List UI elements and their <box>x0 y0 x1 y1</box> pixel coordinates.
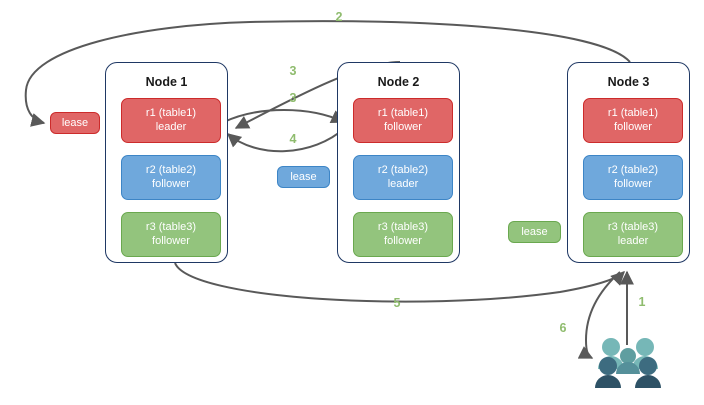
replica-name: r1 (table1) <box>377 107 429 119</box>
replica-role: leader <box>387 177 419 190</box>
step-label-3-upper: 3 <box>289 64 297 78</box>
node-title: Node 3 <box>607 75 650 89</box>
step-label-1: 1 <box>638 295 646 309</box>
step-label-6: 6 <box>559 321 567 335</box>
step-label-2: 2 <box>335 10 343 24</box>
replica-node3-r1[interactable]: r1 (table1) follower <box>583 98 683 143</box>
replica-role: follower <box>614 120 652 133</box>
people-group-icon <box>595 338 661 388</box>
replica-node3-r3[interactable]: r3 (table3) leader <box>583 212 683 257</box>
replica-node2-r3[interactable]: r3 (table3) follower <box>353 212 453 257</box>
replica-node1-r3[interactable]: r3 (table3) follower <box>121 212 221 257</box>
replica-role: leader <box>155 120 187 133</box>
replica-name: r2 (table2) <box>607 164 659 176</box>
arrow-step-5 <box>174 262 625 303</box>
arrow-step-6 <box>577 271 621 359</box>
step-label-4: 4 <box>289 132 297 146</box>
replica-name: r3 (table3) <box>145 221 197 233</box>
step-label-3-lower: 3 <box>289 91 297 105</box>
lease-badge-table2[interactable]: lease <box>277 166 330 188</box>
node-title: Node 1 <box>145 75 188 89</box>
replica-name: r2 (table2) <box>145 164 197 176</box>
replica-node1-r2[interactable]: r2 (table2) follower <box>121 155 221 200</box>
replica-name: r2 (table2) <box>377 164 429 176</box>
arrow-step-2 <box>24 20 631 127</box>
step-label-5: 5 <box>393 296 401 310</box>
replica-name: r1 (table1) <box>607 107 659 119</box>
arrow-step-3-lower <box>223 109 346 123</box>
arrow-step-4 <box>226 126 347 153</box>
replica-role: follower <box>614 177 652 190</box>
replica-node1-r1[interactable]: r1 (table1) leader <box>121 98 221 143</box>
replica-role: leader <box>617 234 649 247</box>
replica-role: follower <box>384 120 422 133</box>
lease-badge-table1[interactable]: lease <box>50 112 100 134</box>
replica-name: r1 (table1) <box>145 107 197 119</box>
replica-name: r3 (table3) <box>377 221 429 233</box>
replica-node3-r2[interactable]: r2 (table2) follower <box>583 155 683 200</box>
replica-role: follower <box>152 177 190 190</box>
replica-node2-r2[interactable]: r2 (table2) leader <box>353 155 453 200</box>
node-title: Node 2 <box>377 75 420 89</box>
replica-role: follower <box>384 234 422 247</box>
replica-role: follower <box>152 234 190 247</box>
replica-node2-r1[interactable]: r1 (table1) follower <box>353 98 453 143</box>
lease-badge-table3[interactable]: lease <box>508 221 561 243</box>
replica-name: r3 (table3) <box>607 221 659 233</box>
